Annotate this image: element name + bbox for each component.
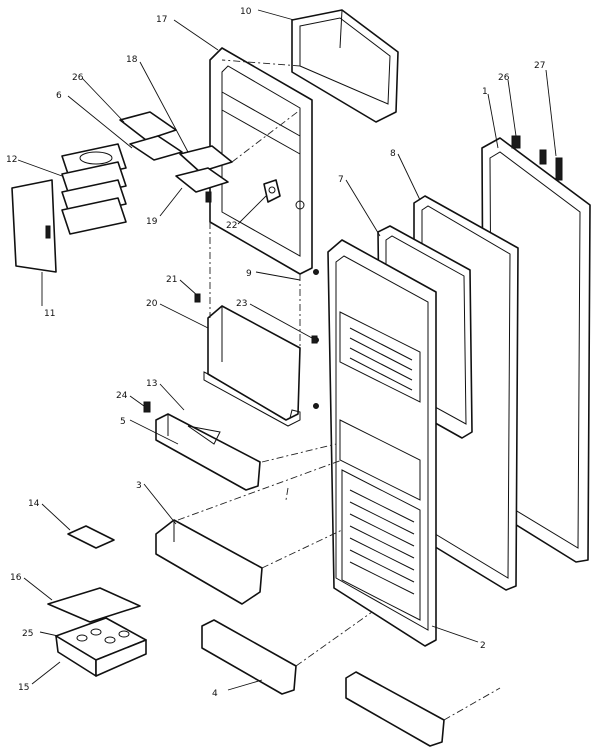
callout-3: 3 (136, 481, 142, 491)
assembly-lines (177, 59, 501, 721)
door-bin-4 (201, 619, 297, 695)
callout-23: 23 (236, 299, 247, 309)
callout-13: 13 (146, 379, 157, 389)
door-bin-13-5 (155, 413, 261, 491)
small-door-11 (11, 179, 57, 273)
ice-bin-housing (291, 9, 399, 123)
callout-5: 5 (120, 417, 126, 427)
callout-10: 10 (240, 7, 252, 17)
callout-24: 24 (116, 391, 128, 401)
callout-25: 25 (22, 629, 33, 639)
egg-tray-25-15 (55, 617, 147, 677)
callout-19: 19 (146, 217, 158, 227)
callout-16: 16 (10, 573, 22, 583)
bracket-19 (175, 167, 229, 203)
door-bin-right (345, 671, 445, 747)
callout-22: 22 (226, 221, 237, 231)
callout-6: 6 (56, 91, 62, 101)
stacked-containers (61, 143, 127, 235)
door-bin-3 (155, 519, 263, 605)
bracket-panel-26 (119, 111, 177, 141)
callout-20: 20 (146, 299, 158, 309)
screw-23 (311, 335, 318, 344)
small-tray-14 (67, 525, 115, 549)
callout-7: 7 (338, 175, 344, 185)
callout-1: 1 (482, 87, 488, 97)
dispenser-module (203, 305, 301, 427)
bracket-22 (263, 179, 281, 203)
callout-17: 17 (156, 15, 167, 25)
callout-26b: 26 (498, 73, 510, 83)
callout-12: 12 (6, 155, 17, 165)
callout-8: 8 (390, 149, 396, 159)
callout-15: 15 (18, 683, 29, 693)
callout-14: 14 (28, 499, 40, 509)
bracket-panel-6 (129, 135, 183, 161)
callout-26a: 26 (72, 73, 84, 83)
callout-21: 21 (166, 275, 177, 285)
screw-21 (194, 293, 201, 303)
callout-2: 2 (480, 641, 486, 651)
callout-11: 11 (44, 309, 55, 319)
callout-4: 4 (212, 689, 218, 699)
leader-lines (17, 9, 557, 691)
callout-27: 27 (534, 61, 545, 71)
callout-labels: 1 2 3 4 5 6 7 8 9 10 11 12 13 14 15 16 1… (6, 7, 545, 699)
clip-24 (143, 401, 151, 413)
inner-door-liner (313, 239, 437, 647)
egg-tray-cover-16 (47, 587, 141, 623)
callout-18: 18 (126, 55, 138, 65)
callout-9: 9 (246, 269, 252, 279)
